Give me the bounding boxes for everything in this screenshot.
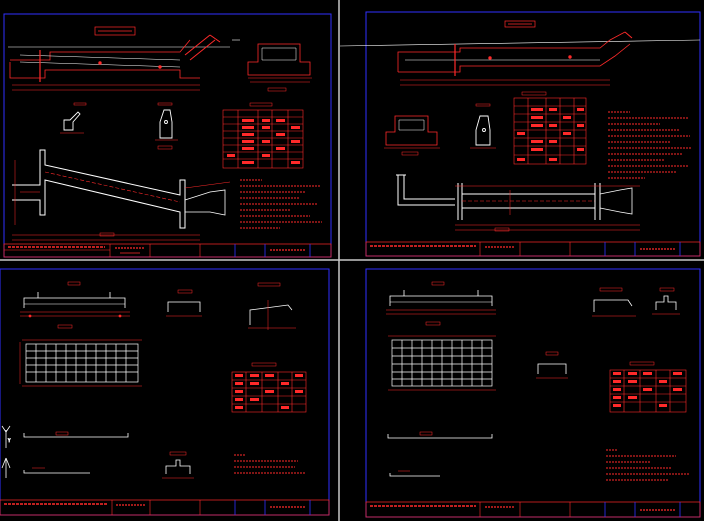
sheet-3-detail-t [162, 451, 194, 479]
sheet-1-quantity-table [222, 102, 304, 169]
sheet-1-notes [240, 179, 322, 229]
sheet-2-elevation [339, 20, 701, 86]
sheet-2-section-a [384, 115, 440, 156]
sheet-1-detail-l [60, 102, 87, 134]
sheet-4-rebar-grid [388, 321, 496, 391]
sheet-2-plan-view [396, 174, 640, 232]
sheet-3[interactable]: Y [0, 268, 330, 516]
sheet-1-section-a [247, 43, 312, 92]
sheet-1-elevation [8, 26, 240, 91]
sheet-2-detail-taper [470, 103, 496, 149]
sheet-4-detail-box [592, 287, 636, 317]
sheet-3-beam-elevation [20, 281, 130, 318]
sheet-4-title-block [365, 501, 701, 518]
sheet-3-bar-shapes [23, 431, 129, 474]
sheet-3-detail-box [248, 282, 296, 330]
sheet-4[interactable] [365, 268, 701, 518]
ucs-icon: Y [1, 425, 11, 478]
sheet-4-detail-t [652, 287, 680, 315]
sheet-4-quantity-table [609, 361, 687, 413]
sheet-2-title-block [365, 241, 701, 257]
sheet-4-beam-elevation [386, 281, 496, 315]
sheet-3-notes [234, 454, 306, 474]
sheet-3-title-block [0, 499, 330, 516]
ucs-y-label: Y [8, 438, 11, 443]
sheet-1[interactable] [3, 13, 332, 258]
sheet-4-notes [606, 449, 690, 481]
sheet-3-quantity-table [231, 362, 307, 413]
sheet-1-detail-taper [155, 102, 178, 150]
sheet-2[interactable] [339, 11, 701, 257]
sheet-3-rebar-grid [19, 324, 142, 387]
sheet-4-section-small [536, 351, 568, 379]
sheet-2-quantity-table [513, 91, 587, 165]
sheet-1-plan-view [12, 149, 231, 241]
sheet-3-section-small [166, 289, 202, 317]
sheet-1-title-block [3, 243, 332, 258]
sheet-2-notes [608, 111, 692, 179]
sheet-4-bar-shapes [387, 431, 493, 477]
